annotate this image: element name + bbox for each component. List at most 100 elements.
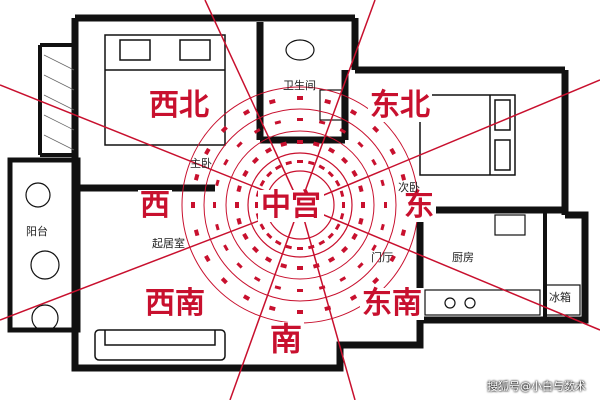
ring-glyph-mark xyxy=(400,229,407,237)
ring-glyph-mark xyxy=(372,125,380,133)
ring-glyph-mark xyxy=(384,202,387,208)
ring-glyph-mark xyxy=(259,223,266,231)
ring-glyph-mark xyxy=(361,202,365,208)
room-second-bedroom-label: 次卧 xyxy=(398,181,420,194)
main-bed xyxy=(104,34,226,146)
direction-south-label: 南 xyxy=(268,320,305,358)
direction-east-label: 东 xyxy=(402,188,436,223)
ring-glyph-mark xyxy=(259,179,266,187)
ring-glyph-mark xyxy=(235,202,239,208)
ring-glyph-mark xyxy=(351,232,358,241)
ring-glyph-mark xyxy=(266,232,273,239)
ring-glyph-mark xyxy=(297,247,303,250)
room-entrance-label: 门厅 xyxy=(371,251,393,264)
room-balcony-label: 阳台 xyxy=(26,225,48,238)
ring-glyph-mark xyxy=(297,289,303,292)
ring-glyph-mark xyxy=(297,96,303,100)
ring-glyph-mark xyxy=(312,141,320,147)
ring-glyph-mark xyxy=(266,171,273,178)
ring-glyph-mark xyxy=(339,190,345,198)
ring-glyph-mark xyxy=(242,109,251,116)
ring-glyph-mark xyxy=(349,294,358,301)
direction-southeast-label: 东南 xyxy=(360,286,424,321)
direction-northeast-label: 东北 xyxy=(368,88,432,123)
ring-glyph-mark xyxy=(389,147,396,156)
ring-glyph-mark xyxy=(307,160,315,166)
ring-glyph-mark xyxy=(236,262,243,269)
direction-southwest-label: 西南 xyxy=(143,286,207,321)
ring-glyph-mark xyxy=(297,266,303,270)
ring-glyph-mark xyxy=(242,294,251,301)
ring-glyph-mark xyxy=(358,185,364,193)
ring-glyph-mark xyxy=(318,239,326,246)
ring-glyph-mark xyxy=(213,202,216,208)
ring-glyph-mark xyxy=(264,147,273,154)
ring-glyph-mark xyxy=(280,141,288,147)
ring-glyph-mark xyxy=(307,244,315,250)
room-fridge-label: 冰箱 xyxy=(549,291,571,304)
ring-glyph-mark xyxy=(285,160,293,166)
ring-glyph-mark xyxy=(251,156,259,164)
ring-glyph-mark xyxy=(236,185,242,193)
ring-glyph-mark xyxy=(324,305,332,312)
ring-glyph-mark xyxy=(327,171,334,178)
kitchen-counter xyxy=(424,214,581,316)
balcony-hatch xyxy=(43,54,75,151)
ring-glyph-mark xyxy=(312,263,320,269)
ring-glyph-mark xyxy=(371,244,377,252)
room-main-bedroom-label: 主卧 xyxy=(190,157,212,170)
ring-glyph-mark xyxy=(268,305,276,312)
ring-glyph-mark xyxy=(297,140,303,144)
ring-glyph-mark xyxy=(371,158,377,166)
sofa xyxy=(94,329,226,361)
ring-glyph-mark xyxy=(268,98,276,105)
room-bathroom-label: 卫生间 xyxy=(283,79,316,92)
room-kitchen-label: 厨房 xyxy=(452,251,474,264)
watermark: 搜狐号@小白与数术 xyxy=(487,380,586,393)
ring-glyph-mark xyxy=(380,179,385,187)
second-bed xyxy=(419,94,516,176)
ring-glyph-mark xyxy=(280,263,288,269)
ring-glyph-mark xyxy=(349,109,358,116)
ring-glyph-mark xyxy=(334,179,341,187)
ring-glyph-mark xyxy=(236,217,242,225)
direction-west-label: 西 xyxy=(138,188,172,223)
ring-glyph-mark xyxy=(215,179,220,187)
ring-glyph-mark xyxy=(339,276,347,282)
ring-glyph-mark xyxy=(223,244,229,252)
ring-glyph-mark xyxy=(274,239,282,246)
ring-glyph-mark xyxy=(339,128,347,134)
ring-glyph-mark xyxy=(297,118,303,121)
ring-glyph-mark xyxy=(380,223,385,231)
ring-glyph-mark xyxy=(372,277,380,285)
ring-glyph-mark xyxy=(193,173,200,181)
ring-glyph-mark xyxy=(255,202,258,208)
ring-glyph-mark xyxy=(351,169,358,178)
ring-glyph-mark xyxy=(220,277,228,285)
ring-glyph-mark xyxy=(342,202,345,208)
ring-glyph-mark xyxy=(274,120,282,125)
ring-glyph-mark xyxy=(215,223,220,231)
ring-glyph-mark xyxy=(193,229,200,237)
ring-glyph-mark xyxy=(324,98,332,105)
ring-glyph-mark xyxy=(285,244,293,250)
ring-glyph-mark xyxy=(204,147,211,156)
ring-glyph-mark xyxy=(358,217,364,225)
ring-glyph-mark xyxy=(334,223,341,231)
ring-glyph-mark xyxy=(327,147,336,154)
ring-glyph-mark xyxy=(251,246,259,254)
ring-glyph-mark xyxy=(220,125,228,133)
balcony-furniture xyxy=(25,182,60,332)
ring-glyph-mark xyxy=(236,141,243,148)
ring-glyph-mark xyxy=(242,169,249,178)
ring-glyph-mark xyxy=(327,232,334,239)
ring-glyph-mark xyxy=(327,256,336,263)
ring-glyph-mark xyxy=(274,164,282,171)
ring-glyph-mark xyxy=(204,254,211,263)
ring-glyph-mark xyxy=(242,232,249,241)
ring-glyph-mark xyxy=(341,156,349,164)
ring-glyph-mark xyxy=(253,128,261,134)
center-palace-label: 中宫 xyxy=(258,190,324,222)
